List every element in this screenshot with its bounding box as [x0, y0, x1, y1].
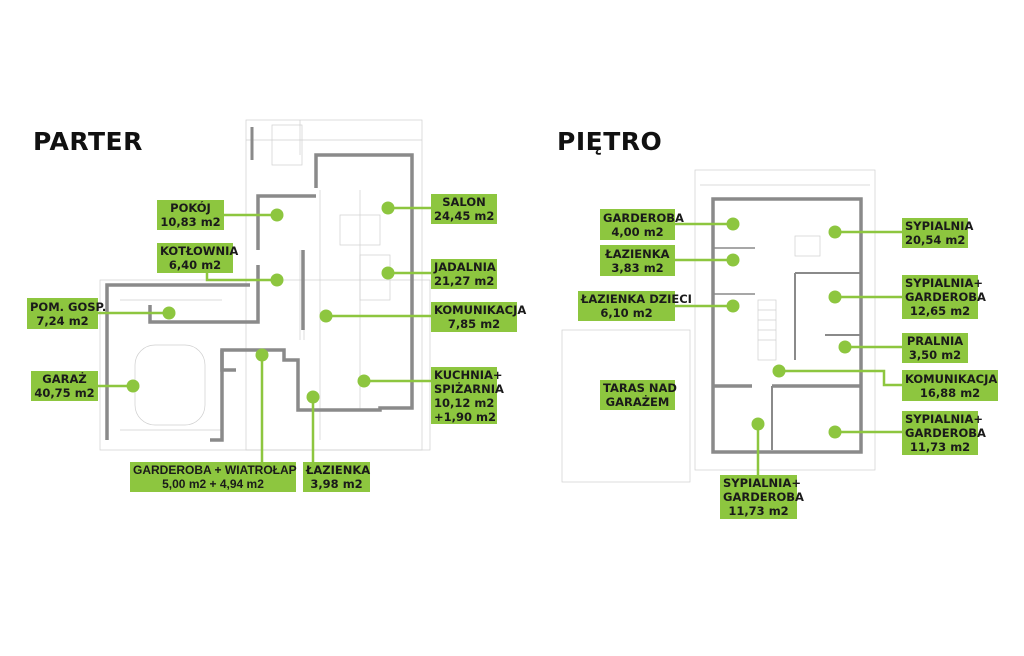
room-area: 11,73 m2	[909, 440, 971, 454]
room-area: 6,10 m2	[600, 306, 653, 320]
room-name: JADALNIA	[434, 260, 496, 274]
room-name: PRALNIA	[906, 334, 964, 348]
room-name: SYPIALNIA+	[905, 412, 983, 426]
room-area: 21,27 m2	[434, 274, 495, 288]
room-name: SYPIALNIA+	[723, 476, 801, 490]
room-area: 7,24 m2	[36, 313, 89, 328]
room-name: SPIŻARNIA	[434, 381, 504, 396]
room-area: 10,83 m2	[160, 215, 221, 229]
room-name: ŁAZIENKA	[605, 246, 670, 261]
room-area: 11,73 m2	[728, 504, 789, 518]
room-area: 3,98 m2	[310, 477, 363, 491]
room-name: SALON	[442, 195, 486, 209]
room-name: TARAS NAD	[603, 381, 677, 395]
upper-floor-plan	[561, 169, 876, 483]
room-area: 5,00 m2 + 4,94 m2	[162, 477, 264, 491]
room-name: GARDEROBA	[603, 210, 684, 225]
room-label-pom-gosp: POM. GOSP.7,24 m2	[27, 298, 107, 329]
room-area: 7,85 m2	[447, 317, 501, 331]
room-name: ŁAZIENKA DZIECI	[581, 292, 692, 306]
room-area: 20,54 m2	[905, 233, 966, 247]
room-area: 12,65 m2	[909, 304, 971, 318]
room-area: +1,90 m2	[434, 409, 496, 424]
room-area: 6,40 m2	[168, 258, 222, 272]
room-name: KUCHNIA+	[434, 367, 503, 382]
room-area: 16,88 m2	[919, 385, 981, 400]
room-name: POM. GOSP.	[30, 299, 107, 314]
room-area: 24,45 m2	[434, 209, 495, 223]
room-name: SYPIALNIA	[905, 219, 974, 233]
room-name: POKÓJ	[170, 201, 211, 215]
room-area: 3,50 m2	[908, 348, 962, 362]
room-name: GARDEROBA + WIATROŁAP	[133, 463, 297, 477]
room-name: GARAŻEM	[605, 395, 670, 409]
room-markers	[126, 201, 852, 439]
upper-floor-walls	[711, 197, 863, 454]
room-area: 3,83 m2	[611, 260, 664, 275]
room-name: GARDEROBA	[723, 490, 804, 504]
room-name: SYPIALNIA+	[905, 276, 983, 290]
room-area: 40,75 m2	[34, 386, 95, 400]
room-area: 10,12 m2	[434, 395, 495, 410]
leader-lines	[98, 206, 902, 475]
ground-floor-title: PARTER	[33, 127, 143, 156]
room-name: KOTŁOWNIA	[160, 244, 239, 258]
room-area: 4,00 m2	[611, 224, 664, 239]
ground-floor-walls	[105, 127, 414, 442]
room-name: GARAŻ	[42, 372, 87, 386]
upper-floor-title: PIĘTRO	[557, 127, 663, 156]
room-name: GARDEROBA	[905, 426, 986, 440]
room-name: GARDEROBA	[905, 290, 986, 304]
room-name: KOMUNIKACJA	[905, 371, 998, 386]
room-name: KOMUNIKACJA	[434, 303, 527, 317]
room-name: ŁAZIENKA	[306, 463, 371, 477]
